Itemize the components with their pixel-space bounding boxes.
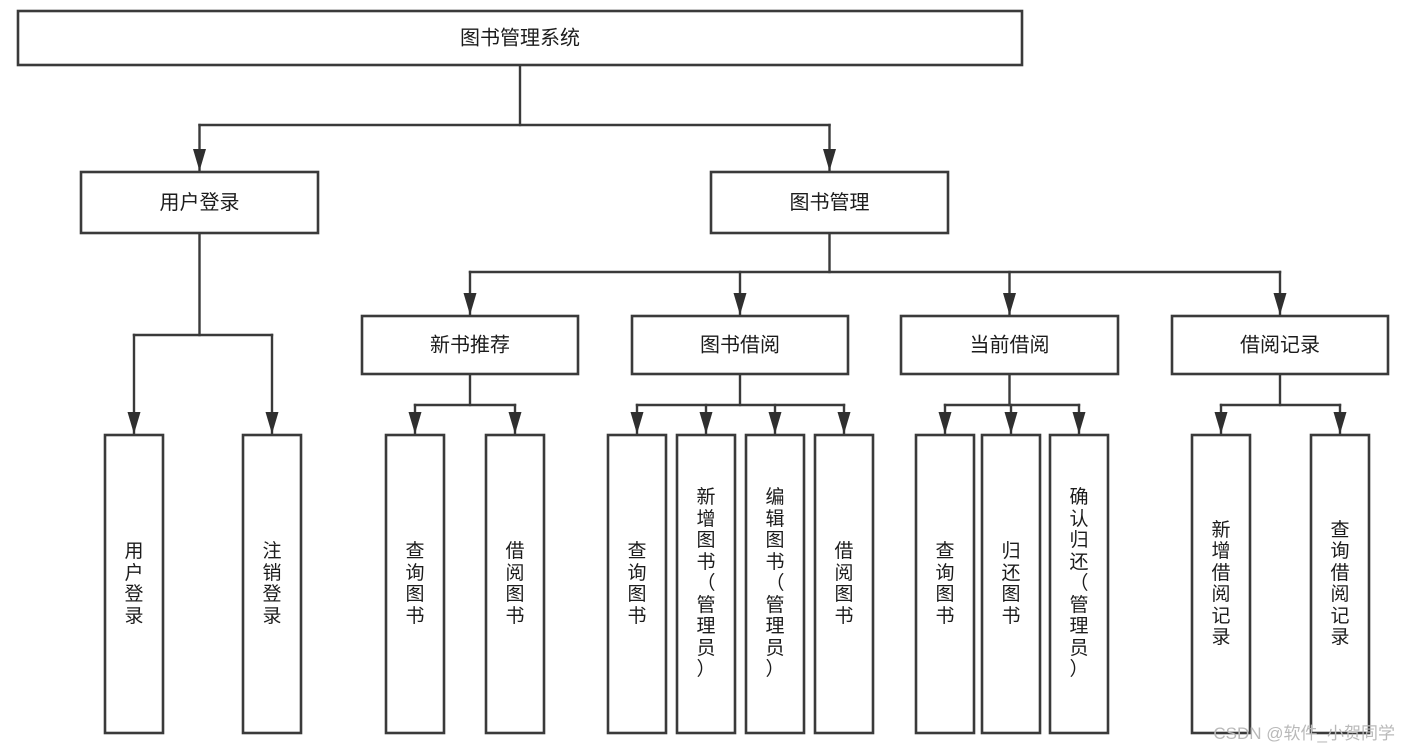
node-box-rect [675,433,737,735]
arrow-head-icon [1333,412,1347,434]
node-box-rect [709,170,950,235]
connector-layer [127,63,1347,436]
arrow-head-icon [193,149,206,171]
node-label: 新书推荐 [430,333,510,356]
arrow-head-icon [265,412,279,434]
node-label: 用户登录 [160,191,240,214]
arrow-head-icon [408,412,422,434]
node-leaf-query-book-borrow[interactable] [606,433,668,735]
node-box-rect [980,433,1042,735]
node-box-rect [899,314,1120,376]
node-leaf-return-book[interactable] [980,433,1042,735]
node-leaf-borrow-book-new[interactable] [484,433,546,735]
node-leaf-query-book-current[interactable] [914,433,976,735]
node-box-rect [16,9,1024,67]
node-new-book-recommend[interactable]: 新书推荐 [360,314,580,376]
node-box-rect [606,433,668,735]
node-borrow-record[interactable]: 借阅记录 [1170,314,1390,376]
node-leaf-borrow-book[interactable] [813,433,875,735]
node-label: 当前借阅 [970,333,1050,356]
node-leaf-confirm-return-admin[interactable] [1048,433,1110,735]
node-box-rect [630,314,850,376]
arrow-head-icon [733,293,747,315]
node-leaf-logout[interactable] [241,433,303,735]
arrow-head-icon [127,412,141,434]
node-box-rect [1048,433,1110,735]
node-book-borrow[interactable]: 图书借阅 [630,314,850,376]
node-leaf-add-book-admin[interactable] [675,433,737,735]
node-box-rect [914,433,976,735]
arrow-head-icon [630,412,644,434]
node-label: 图书借阅 [700,333,780,356]
node-leaf-query-book-new[interactable] [384,433,446,735]
node-box-rect [384,433,446,735]
node-box-rect [1190,433,1252,735]
node-box-rect [1170,314,1390,376]
node-box-rect [241,433,303,735]
node-label: 借阅记录 [1240,333,1320,356]
arrow-head-icon [1072,412,1086,434]
node-box-rect [813,433,875,735]
arrow-head-icon [463,293,477,315]
node-leaf-query-borrow-record[interactable] [1309,433,1371,735]
node-box-rect [484,433,546,735]
node-current-borrow[interactable]: 当前借阅 [899,314,1120,376]
arrow-head-icon [508,412,522,434]
arrow-head-icon [938,412,952,434]
arrow-head-icon [837,412,851,434]
node-leaf-add-borrow-record[interactable] [1190,433,1252,735]
node-user-login[interactable]: 用户登录 [79,170,320,235]
node-box-rect [744,433,806,735]
arrow-head-icon [1273,293,1287,315]
arrow-head-icon [1004,412,1018,434]
arrow-head-icon [1214,412,1228,434]
node-label: 图书管理 [790,191,870,214]
arrow-head-icon [768,412,782,434]
node-book-management[interactable]: 图书管理 [709,170,950,235]
node-box-rect [103,433,165,735]
node-root[interactable]: 图书管理系统 [16,9,1024,67]
node-box-rect [79,170,320,235]
node-box-rect [1309,433,1371,735]
csdn-watermark: CSDN @软件_小贺同学 [1213,724,1395,743]
arrow-head-icon [823,149,836,171]
arrow-head-icon [1003,293,1016,315]
node-box-rect [360,314,580,376]
node-label: 图书管理系统 [460,26,580,49]
node-leaf-edit-book-admin[interactable] [744,433,806,735]
arrow-head-icon [699,412,713,434]
node-leaf-user-login[interactable] [103,433,165,735]
